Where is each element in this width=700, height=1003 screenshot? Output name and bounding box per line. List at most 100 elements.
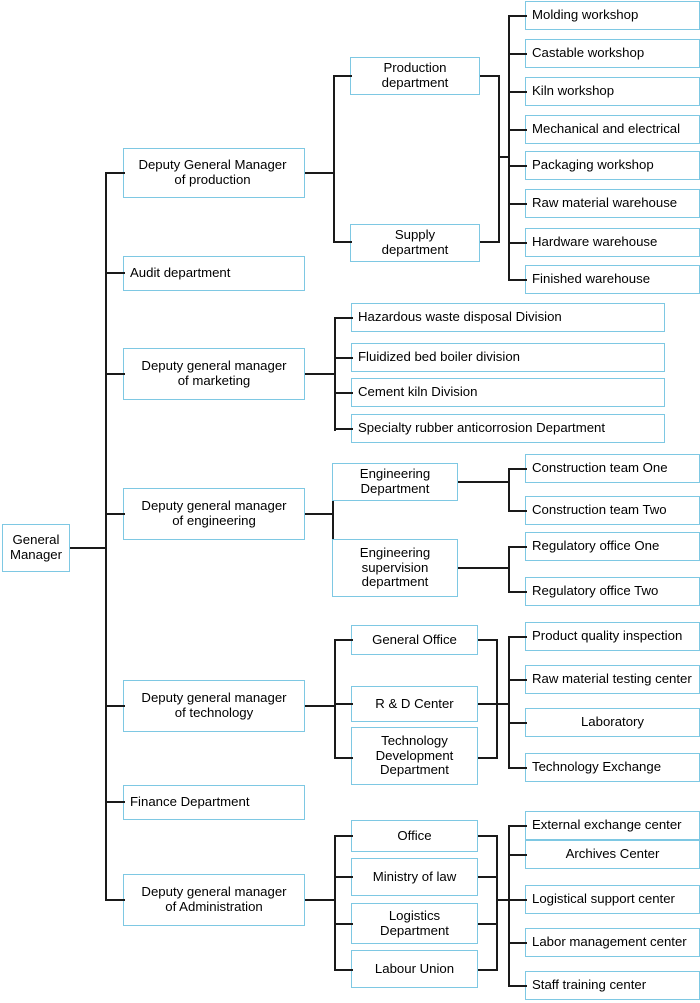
connector-main-trunk xyxy=(105,174,107,901)
connector-regulatory-trunk xyxy=(508,546,510,591)
node-product-quality-inspection[interactable]: Product quality inspection xyxy=(525,622,700,651)
connector-l2-administration xyxy=(105,899,125,901)
connector-l2-production xyxy=(105,172,125,174)
connector-tech-unit-quality xyxy=(508,636,527,638)
connector-admin-labour-out xyxy=(478,969,498,971)
connector-admin-to-units xyxy=(496,899,510,901)
connector-l2-engineering xyxy=(105,513,125,515)
connector-unit-hardware xyxy=(508,242,527,244)
node-construction-team-two[interactable]: Construction team Two xyxy=(525,496,700,525)
connector-admin-ministry-law xyxy=(334,876,353,878)
node-deputy-general-manager-marketing[interactable]: Deputy general manager of marketing xyxy=(123,348,305,400)
node-cement-kiln-division[interactable]: Cement kiln Division xyxy=(351,378,665,407)
connector-l2-audit xyxy=(105,272,125,274)
connector-production-dept-in xyxy=(333,75,352,77)
node-fluidized-bed-boiler-division[interactable]: Fluidized bed boiler division xyxy=(351,343,665,372)
node-construction-team-one[interactable]: Construction team One xyxy=(525,454,700,483)
connector-admin-logistics xyxy=(334,923,353,925)
node-deputy-general-manager-technology[interactable]: Deputy general manager of technology xyxy=(123,680,305,732)
node-production-department[interactable]: Production department xyxy=(350,57,480,95)
node-raw-material-warehouse[interactable]: Raw material warehouse xyxy=(525,189,700,218)
connector-tech-rd-out xyxy=(478,703,498,705)
connector-marketing-trunk xyxy=(334,317,336,431)
connector-tech-to-units xyxy=(496,703,510,705)
connector-construction-two xyxy=(508,510,527,512)
connector-unit-molding xyxy=(508,15,527,17)
node-molding-workshop[interactable]: Molding workshop xyxy=(525,1,700,30)
connector-admin-office xyxy=(334,835,353,837)
connector-tech-units-trunk xyxy=(508,636,510,768)
connector-tech-unit-laboratory xyxy=(508,722,527,724)
connector-admin-mid-trunk xyxy=(334,835,336,969)
connector-tech-rd-center xyxy=(334,703,353,705)
node-deputy-general-manager-administration[interactable]: Deputy general manager of Administration xyxy=(123,874,305,926)
connector-admin-office-out xyxy=(478,835,498,837)
connector-production-units-trunk xyxy=(508,16,510,280)
connector-marketing-cement xyxy=(334,392,353,394)
connector-production-dept-out xyxy=(480,75,500,77)
connector-tech-dev-dept xyxy=(334,757,353,759)
connector-tech-general-office-out xyxy=(478,639,498,641)
connector-production-out xyxy=(305,172,335,174)
connector-marketing-fluidized xyxy=(334,357,353,359)
node-engineering-supervision-department[interactable]: Engineering supervision department xyxy=(332,539,458,597)
connector-engineering-out xyxy=(305,513,334,515)
node-technology-exchange[interactable]: Technology Exchange xyxy=(525,753,700,782)
node-packaging-workshop[interactable]: Packaging workshop xyxy=(525,151,700,180)
node-external-exchange-center[interactable]: External exchange center xyxy=(525,811,700,840)
connector-admin-unit-staff xyxy=(508,985,527,987)
node-staff-training-center[interactable]: Staff training center xyxy=(525,971,700,1000)
node-labour-union[interactable]: Labour Union xyxy=(351,950,478,988)
node-engineering-department[interactable]: Engineering Department xyxy=(332,463,458,501)
node-supply-department[interactable]: Supply department xyxy=(350,224,480,262)
node-kiln-workshop[interactable]: Kiln workshop xyxy=(525,77,700,106)
connector-tech-general-office xyxy=(334,639,353,641)
connector-l2-marketing xyxy=(105,373,125,375)
node-labor-management-center[interactable]: Labor management center xyxy=(525,928,700,957)
connector-unit-kiln xyxy=(508,91,527,93)
node-archives-center[interactable]: Archives Center xyxy=(525,840,700,869)
node-rd-center[interactable]: R & D Center xyxy=(351,686,478,722)
connector-tech-unit-exchange xyxy=(508,767,527,769)
node-deputy-general-manager-production[interactable]: Deputy General Manager of production xyxy=(123,148,305,198)
node-logistical-support-center[interactable]: Logistical support center xyxy=(525,885,700,914)
connector-technology-mid-trunk xyxy=(334,639,336,759)
node-hardware-warehouse[interactable]: Hardware warehouse xyxy=(525,228,700,257)
connector-marketing-out xyxy=(305,373,336,375)
node-office[interactable]: Office xyxy=(351,820,478,852)
node-mechanical-and-electrical[interactable]: Mechanical and electrical xyxy=(525,115,700,144)
node-raw-material-testing-center[interactable]: Raw material testing center xyxy=(525,665,700,694)
connector-construction-one xyxy=(508,468,527,470)
node-audit-department[interactable]: Audit department xyxy=(123,256,305,291)
connector-unit-castable xyxy=(508,53,527,55)
connector-technology-out xyxy=(305,705,336,707)
connector-admin-units-trunk xyxy=(508,825,510,985)
connector-marketing-specialty xyxy=(334,428,353,430)
connector-admin-unit-logistical xyxy=(508,899,527,901)
connector-marketing-hazardous xyxy=(334,317,353,319)
node-hazardous-waste-disposal-division[interactable]: Hazardous waste disposal Division xyxy=(351,303,665,332)
connector-production-mid-trunk xyxy=(333,75,335,242)
connector-regulatory-one xyxy=(508,546,527,548)
node-general-office[interactable]: General Office xyxy=(351,625,478,655)
node-laboratory[interactable]: Laboratory xyxy=(525,708,700,737)
node-deputy-general-manager-engineering[interactable]: Deputy general manager of engineering xyxy=(123,488,305,540)
connector-supply-dept-out xyxy=(480,241,500,243)
node-regulatory-office-one[interactable]: Regulatory office One xyxy=(525,532,700,561)
connector-admin-ministry-out xyxy=(478,876,498,878)
connector-tech-unit-testing xyxy=(508,679,527,681)
node-technology-development-department[interactable]: Technology Development Department xyxy=(351,727,478,785)
connector-tech-dev-out xyxy=(478,757,498,759)
node-general-manager[interactable]: General Manager xyxy=(2,524,70,572)
node-logistics-department[interactable]: Logistics Department xyxy=(351,903,478,944)
node-castable-workshop[interactable]: Castable workshop xyxy=(525,39,700,68)
node-regulatory-office-two[interactable]: Regulatory office Two xyxy=(525,577,700,606)
node-finished-warehouse[interactable]: Finished warehouse xyxy=(525,265,700,294)
node-finance-department[interactable]: Finance Department xyxy=(123,785,305,820)
connector-unit-mechanical xyxy=(508,129,527,131)
node-ministry-of-law[interactable]: Ministry of law xyxy=(351,858,478,896)
node-specialty-rubber-anticorrosion-department[interactable]: Specialty rubber anticorrosion Departmen… xyxy=(351,414,665,443)
connector-unit-packaging xyxy=(508,165,527,167)
connector-tech-right-riser xyxy=(496,639,498,759)
